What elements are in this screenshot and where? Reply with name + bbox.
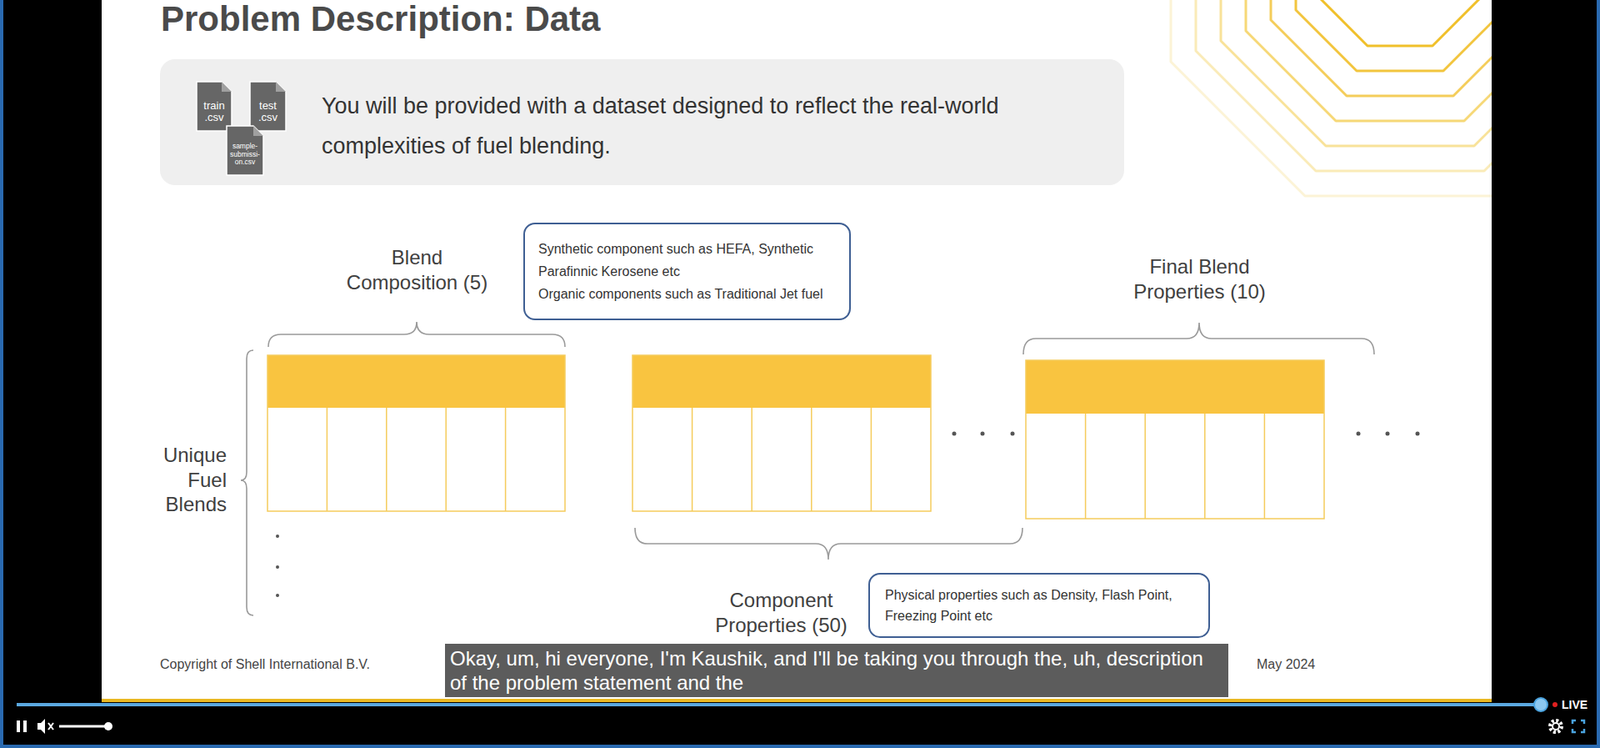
- ellipsis-dots: [275, 431, 1420, 598]
- node-text: You will be provided with a dataset desi…: [321, 85, 1097, 166]
- file-name: train .csv: [197, 100, 231, 124]
- table-heading: Component Properties (50): [704, 587, 859, 638]
- progress-bar: [16, 702, 1541, 706]
- settings-gear: [1550, 720, 1562, 732]
- file-name: test .csv: [250, 100, 285, 124]
- table-heading: Final Blend Properties (10): [1122, 254, 1277, 305]
- file-icon: train .csv: [196, 81, 232, 131]
- node-text: Physical properties such as Density, Fla…: [885, 584, 1195, 626]
- node-text: Okay, um, hi everyone, I'm Kaushik, and …: [450, 645, 1224, 695]
- live-badge: LIVE: [1561, 697, 1588, 711]
- window-frame: [0, 0, 4, 748]
- table-heading: Blend Composition (5): [340, 245, 495, 295]
- file-name: sample- submissi- on.csv: [227, 142, 263, 167]
- volume-knob: [104, 721, 113, 730]
- slide-title: Problem Description: Data: [160, 0, 600, 39]
- title-wrap: Problem Description: Data: [160, 0, 600, 39]
- data-table: [632, 355, 931, 511]
- progress-knob: [1534, 697, 1548, 711]
- file-icon: sample- submissi- on.csv: [226, 125, 264, 175]
- footer-date: May 2024: [1256, 655, 1315, 673]
- data-table: [1025, 360, 1325, 519]
- subtitle-caption: Okay, um, hi everyone, I'm Kaushik, and …: [445, 643, 1229, 697]
- curly-brace: [240, 321, 1375, 615]
- axis-heading: Unique Fuel Blends: [151, 442, 227, 517]
- fullscreen-icon: [1572, 720, 1585, 732]
- callout-box: Synthetic component such as HEFA, Synthe…: [523, 222, 851, 320]
- mute-icon: [37, 718, 54, 734]
- node-text: Organic components such as Traditional J…: [538, 282, 836, 305]
- data-table: [267, 355, 565, 511]
- live-dot: [1552, 701, 1558, 707]
- callout-box: Physical properties such as Density, Fla…: [868, 572, 1210, 638]
- slide-bottom-line: [101, 698, 1492, 702]
- info-panel: You will be provided with a dataset desi…: [160, 59, 1125, 185]
- pause-icon: [16, 720, 27, 732]
- window-frame: [0, 744, 1600, 748]
- volume-slider: [59, 725, 109, 728]
- window-frame: [1596, 0, 1600, 748]
- node-text: Synthetic component such as HEFA, Synthe…: [538, 237, 836, 283]
- file-icon: test .csv: [250, 81, 286, 131]
- footer-copyright: Copyright of Shell International B.V.: [160, 655, 370, 673]
- decorative-octagons: [1170, 0, 1492, 196]
